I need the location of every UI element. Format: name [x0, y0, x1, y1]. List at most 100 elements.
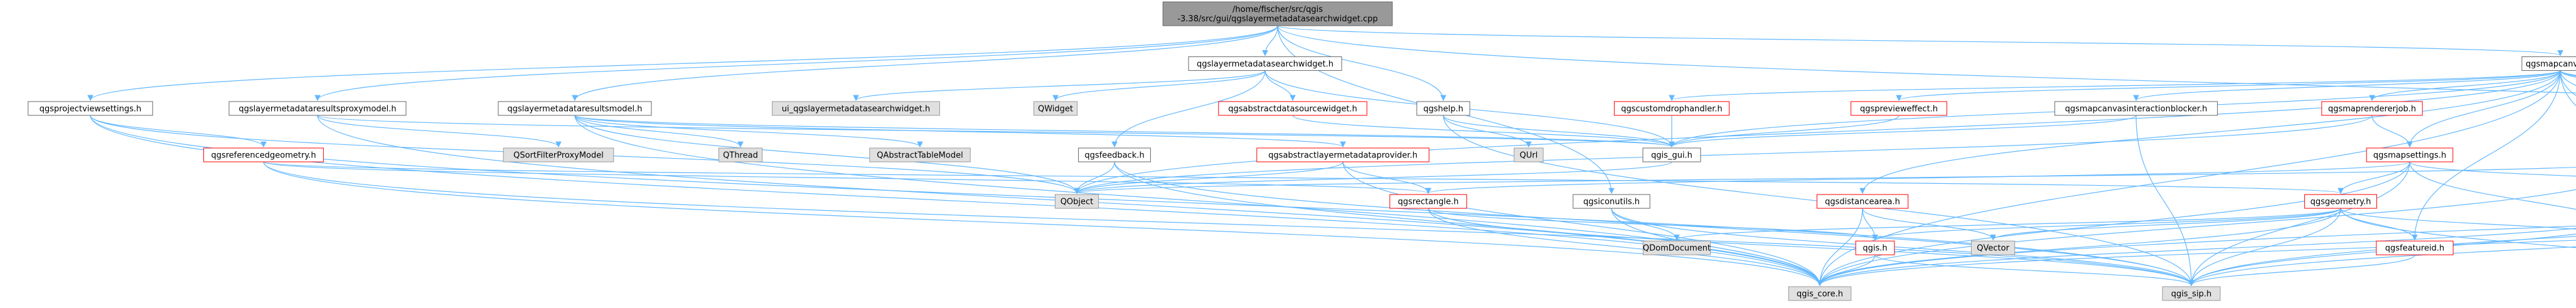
node-qsortfilterproxymodel[interactable]: QSortFilterProxyModel	[503, 147, 614, 162]
edge-qgstranslationcontext_h-to-qgis_sip_h	[2188, 246, 2576, 287]
edge-qgsreferencedgeometry_h-to-qgis_core_h	[263, 161, 1823, 287]
node-box	[28, 101, 153, 116]
node-qgis-gui-h[interactable]: qgis_gui.h	[1642, 147, 1701, 162]
edge-root-to-qgslayermetadataresultsproxymodel_h	[314, 25, 1278, 102]
node-box	[2321, 101, 2423, 116]
edge-qgsmapcanvas_h-to-qgsmaprendererjob_h	[2369, 70, 2561, 102]
node-box	[2521, 56, 2576, 71]
edge-qgsdistancearea_h-to-qvector	[1862, 208, 1996, 241]
node-box	[1816, 194, 1909, 209]
edge-root-to-qgsapplication_h	[1277, 25, 2576, 93]
edge-qgsfeatureid_h-to-qgis_sip_h	[2188, 254, 2415, 287]
node-box	[1855, 240, 1895, 255]
node-label: QAbstractTableModel	[877, 151, 963, 161]
node-qwidget[interactable]: QWidget	[1033, 101, 1078, 116]
edge-qgsmaprendererjob_h-to-qobject	[1074, 115, 2373, 194]
node-box	[2054, 101, 2218, 116]
edge-qgsgeometry_h-to-qstring	[2340, 208, 2576, 230]
node-qgslayermetadataresultsproxymodel-h[interactable]: qgslayermetadataresultsproxymodel.h	[228, 101, 407, 116]
node-label: qgsfeedback.h	[1084, 151, 1144, 161]
node-qgslayermetadataresultsmodel-h[interactable]: qgslayermetadataresultsmodel.h	[498, 101, 652, 116]
edge-qgsiconutils_h-to-qgis_sip_h	[1611, 208, 2194, 287]
node-qthread[interactable]: QThread	[718, 147, 763, 162]
node-box	[2304, 194, 2377, 209]
node-qgsiconutils-h[interactable]: qgsiconutils.h	[1573, 194, 1650, 209]
edge-qgslayermetadataresultsmodel_h-to-qthread	[574, 115, 744, 148]
edge-qgsgeometry_h-to-memory	[2340, 208, 2576, 248]
edge-qgsproject_h-to-qgis_core_h	[1817, 189, 2576, 287]
edge-qgsgeometry_h-to-qdomdocument	[1674, 208, 2341, 241]
edge-qgsmapcanvasinteractionblocker_h-to-qgis_gui_h	[1669, 115, 2137, 148]
edge-qgsabstractdatasourcewidget_h-to-qgis_gui_h	[1292, 115, 1675, 148]
node-box	[1078, 147, 1151, 162]
node-qdomdocument[interactable]: QDomDocument	[1643, 240, 1711, 255]
node-qgsdistancearea-h[interactable]: qgsdistancearea.h	[1816, 194, 1909, 209]
node-box	[1033, 101, 1078, 116]
node-box	[1788, 286, 1852, 301]
node-qurl[interactable]: QUrl	[1514, 147, 1544, 162]
node-label: qgslayermetadatasearchwidget.h	[1197, 60, 1333, 69]
edge-qgsgeometry_h-to-qgis_core_h	[1817, 208, 2341, 287]
edge-qgsabstractlayermetadataprovider_h-to-qgis_core_h	[1342, 161, 1823, 287]
node-box	[1054, 194, 1099, 209]
node-qgsmapcanvasinteractionblocker-h[interactable]: qgsmapcanvasinteractionblocker.h	[2054, 101, 2218, 116]
node-qgslayermetadatasearchwidget-h[interactable]: qgslayermetadatasearchwidget.h	[1188, 56, 1342, 71]
node-qgsmapcanvas-h[interactable]: qgsmapcanvas.h	[2521, 56, 2576, 71]
node-label: qgshelp.h	[1423, 104, 1463, 114]
node-box	[1642, 147, 1701, 162]
node-label: ui_qgslayermetadatasearchwidget.h	[782, 104, 930, 114]
node-qgsreferencedgeometry-h[interactable]: qgsreferencedgeometry.h	[203, 147, 324, 162]
edge-qgsrectangle_h-to-qgis_sip_h	[1428, 208, 2194, 287]
node-qgsmapsettings-h[interactable]: qgsmapsettings.h	[2366, 147, 2454, 162]
node-label: qgslayermetadataresultsproxymodel.h	[238, 104, 396, 114]
node-label: qgsmaprendererjob.h	[2328, 104, 2416, 114]
node-ui-qgslayermetadatasearchwidget-h[interactable]: ui_qgslayermetadatasearchwidget.h	[772, 101, 940, 116]
node-qobject[interactable]: QObject	[1054, 194, 1099, 209]
node-box	[1162, 1, 1393, 26]
edge-root-to-qgshelp_h	[1277, 25, 1446, 102]
node-label: qgis_gui.h	[1651, 151, 1692, 161]
node-qgis-sip-h[interactable]: qgis_sip.h	[2162, 286, 2221, 301]
node-qgscustomdrophandler-h[interactable]: qgscustomdrophandler.h	[1613, 101, 1730, 116]
edge-qgsmapcanvas_h-to-qgsmapcanvasinteractionblocker_h	[2133, 70, 2561, 102]
edge-root-to-qgsmapcanvas_h	[1277, 25, 2563, 56]
node-qgsabstractlayermetadataprovider-h[interactable]: qgsabstractlayermetadataprovider.h	[1256, 147, 1430, 162]
node-qgsfeedback-h[interactable]: qgsfeedback.h	[1078, 147, 1151, 162]
edge-qgsmapsettings_h-to-qstring	[2409, 161, 2576, 210]
node-qgsmaprendererjob-h[interactable]: qgsmaprendererjob.h	[2321, 101, 2423, 116]
node-qabstracttablemodel[interactable]: QAbstractTableModel	[869, 147, 971, 162]
node-qvector[interactable]: QVector	[1970, 240, 2016, 255]
edge-qgsmapcanvas_h-to-qgsexpressioncontext_h	[2560, 70, 2576, 107]
edge-qgsfeedback_h-to-qgis_core_h	[1114, 161, 1823, 287]
edge-qgsfeedback_h-to-qgis_sip_h	[1114, 161, 2194, 287]
edge-qgsreferencedgeometry_h-to-qgsgeometry_h	[263, 161, 2343, 194]
edge-qgsmapcanvas_h-to-qobject	[1074, 70, 2561, 194]
node-label: qgsgeometry.h	[2311, 198, 2371, 207]
node-qgsrectangle-h[interactable]: qgsrectangle.h	[1389, 194, 1467, 209]
node-box	[772, 101, 940, 116]
node-qgshelp-h[interactable]: qgshelp.h	[1416, 101, 1470, 116]
edge-root-to-qgslayermetadataresultsmodel_h	[572, 25, 1278, 102]
node-qgis-h[interactable]: qgis.h	[1855, 240, 1895, 255]
node-label: -3.38/src/gui/qgslayermetadatasearchwidg…	[1177, 14, 1377, 24]
node-qgis-core-h[interactable]: qgis_core.h	[1788, 286, 1852, 301]
node-label: qgsreferencedgeometry.h	[211, 151, 316, 161]
node-label: qgsabstractlayermetadataprovider.h	[1268, 151, 1418, 161]
node-qgsabstractdatasourcewidget-h[interactable]: qgsabstractdatasourcewidget.h	[1218, 101, 1367, 116]
nodes-layer: /home/fischer/src/qgis-3.38/src/gui/qgsl…	[28, 1, 2576, 301]
node-label: qgsrectangle.h	[1398, 198, 1458, 207]
node-box	[1613, 101, 1730, 116]
node-box	[2376, 240, 2454, 255]
node-label: qgsprojectviewsettings.h	[40, 104, 142, 114]
edge-qgslayermetadataresultsmodel_h-to-qgsabstractlayermetadataprovider_h	[574, 115, 1346, 148]
edge-qgslayermetadatasearchwidget_h-to-qwidget	[1052, 70, 1266, 102]
edge-qgsdistancearea_h-to-qgis_core_h	[1817, 208, 1863, 287]
node-qgsgeometry-h[interactable]: qgsgeometry.h	[2304, 194, 2377, 209]
edge-qgsreferencedgeometry_h-to-qgsrectangle_h	[263, 161, 1431, 194]
node-qgspreviewеffect-h[interactable]: qgspreviеweffect.h	[1851, 101, 1947, 116]
node-label: QUrl	[1520, 151, 1538, 161]
edge-qgsgeometry_h-to-qvector	[1990, 208, 2341, 241]
node-qgsfeatureid-h[interactable]: qgsfeatureid.h	[2376, 240, 2454, 255]
node-qgsprojectviewsettings-h[interactable]: qgsprojectviewsettings.h	[28, 101, 153, 116]
edge-qgsprojectviewsettings_h-to-qgis_core_h	[90, 115, 1823, 287]
